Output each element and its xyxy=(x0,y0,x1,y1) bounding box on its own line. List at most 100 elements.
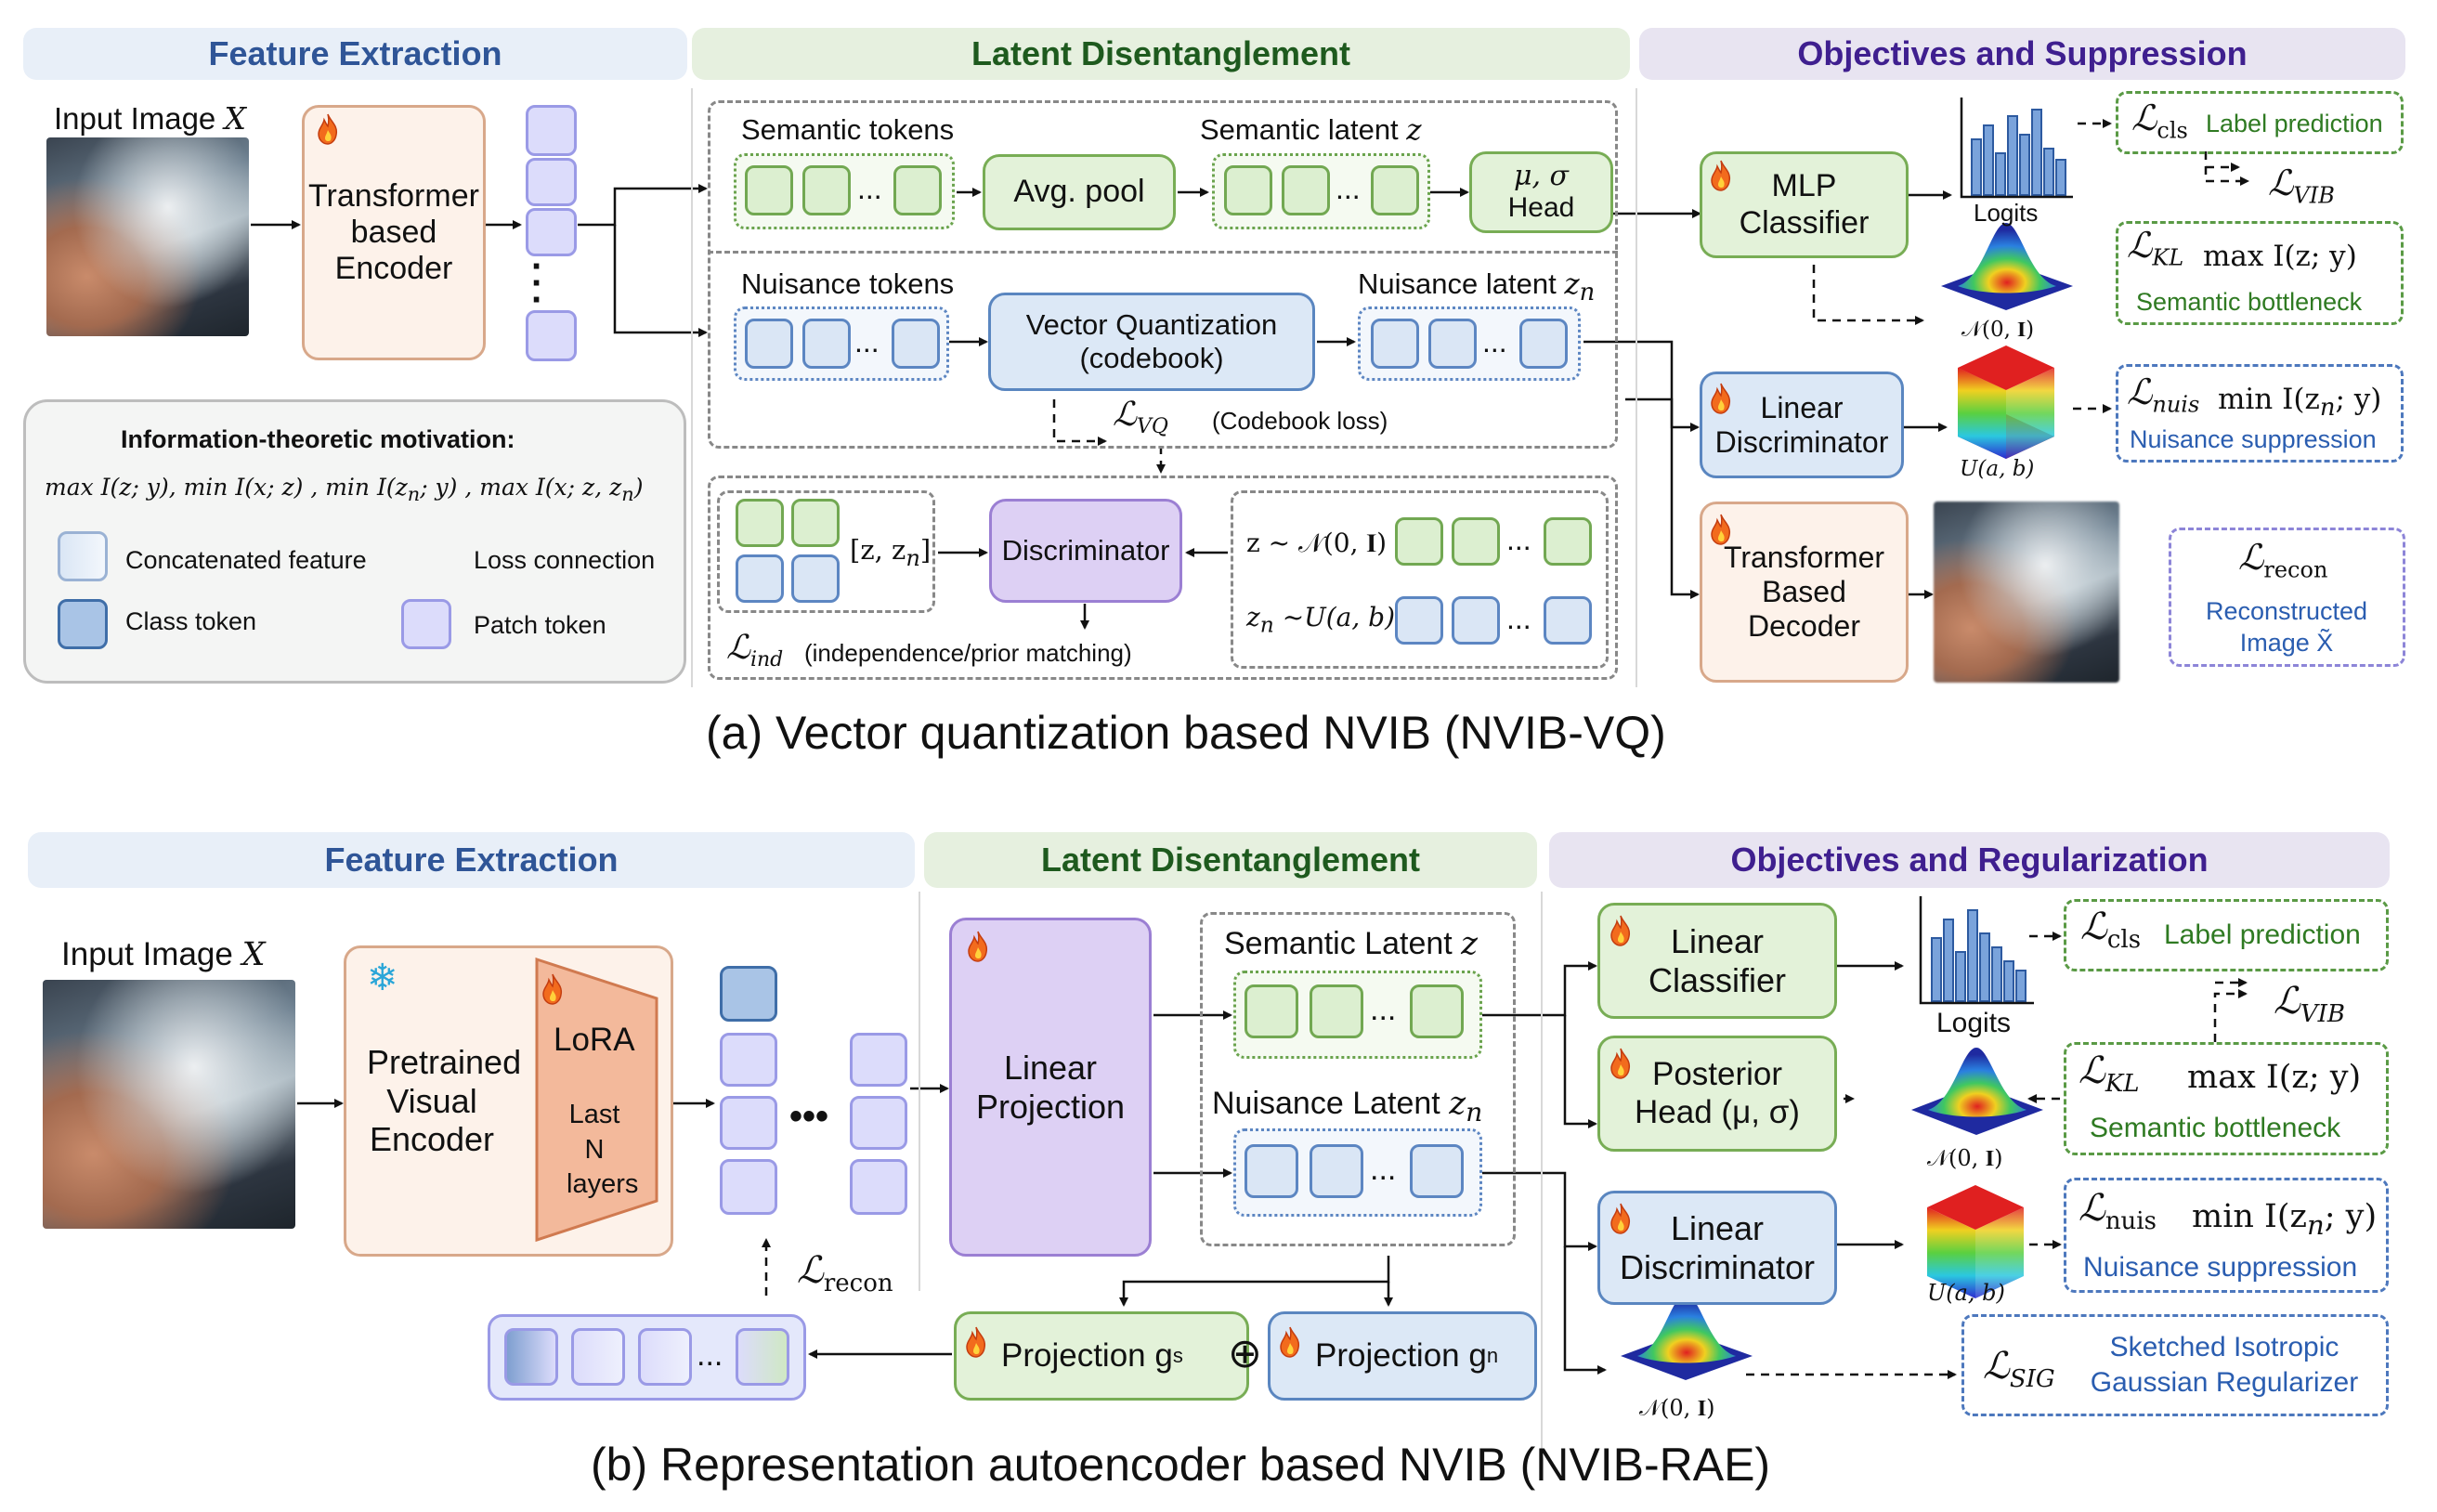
label-prediction-a: Label prediction xyxy=(2206,110,2383,137)
recon-token xyxy=(736,1328,789,1386)
patch-token xyxy=(850,1159,907,1215)
legend-patch-swatch xyxy=(401,599,451,649)
semantic-latent-token xyxy=(1410,984,1464,1038)
l-cls-box-a xyxy=(2116,91,2404,154)
max-i-b: max I(z; y) xyxy=(2187,1059,2362,1096)
band-objectives-b: Objectives and Regularization xyxy=(1549,832,2390,888)
l-recon-a: ℒrecon xyxy=(2238,537,2328,583)
codebook-loss-label: (Codebook loss) xyxy=(1212,407,1388,435)
fire-icon xyxy=(1610,1048,1631,1079)
l-sig: ℒSIG xyxy=(1983,1345,2055,1393)
input-image-a xyxy=(46,137,249,336)
ellipsis: ... xyxy=(854,325,880,358)
prior-zn-label: zn ~U(a, b) xyxy=(1246,602,1396,638)
l-vib-a: ℒVIB xyxy=(2268,163,2335,209)
gaussian-b1 xyxy=(1911,1048,2043,1135)
latent-divider-a xyxy=(708,251,1618,254)
semantic-latent-token xyxy=(1224,165,1272,215)
min-i-a: min I(zn; y) xyxy=(2218,383,2382,423)
logits-label-b: Logits xyxy=(1936,1008,2012,1038)
prior-group xyxy=(1231,490,1609,669)
uniform-label-a: U(a, b) xyxy=(1960,457,2035,481)
concat-semantic-token xyxy=(736,499,784,547)
patch-token xyxy=(526,158,577,206)
ellipsis: ... xyxy=(1370,992,1397,1027)
nuisance-latent-token xyxy=(1371,319,1419,369)
patch-token xyxy=(526,208,577,256)
l-cls-box-b xyxy=(2064,899,2389,971)
uniform-cube-a xyxy=(1958,345,2054,459)
patch-token xyxy=(720,1096,777,1150)
l-nuis-box-b xyxy=(2064,1178,2389,1293)
nuisance-latent-token xyxy=(1519,319,1568,369)
nuisance-token xyxy=(892,319,940,369)
semantic-bottleneck-b: Semantic bottleneck xyxy=(2090,1113,2341,1143)
legend-concat-swatch xyxy=(58,531,108,581)
band-latent-disentanglement-a: Latent Disentanglement xyxy=(692,28,1630,80)
l-ind-label: ℒind xyxy=(726,629,784,672)
oplus-symbol: ⊕ xyxy=(1228,1331,1262,1376)
concat-group xyxy=(717,490,935,613)
semantic-latent-token xyxy=(1310,984,1363,1038)
latent-group-b xyxy=(1200,912,1516,1246)
concat-nuisance-token xyxy=(791,554,840,603)
fire-icon xyxy=(1610,915,1631,946)
legend-concat-label: Concatenated feature xyxy=(125,546,367,574)
normal-label-b2: 𝒩(0, 𝐈) xyxy=(1639,1395,1715,1421)
prior-zn-token xyxy=(1395,596,1443,645)
fire-icon xyxy=(1711,383,1731,414)
nuisance-latent-label-a: Nuisance latent zn xyxy=(1358,267,1596,307)
logits-bars-a xyxy=(1971,109,2066,196)
fire-icon xyxy=(966,1326,986,1358)
prior-zn-token xyxy=(1544,596,1592,645)
input-image-label-b: Input Image X xyxy=(61,936,266,973)
legend-patch-label: Patch token xyxy=(474,611,606,639)
legend-class-swatch xyxy=(58,599,108,649)
semantic-latent-token xyxy=(1282,165,1330,215)
l-cls-b: ℒcls xyxy=(2080,906,2142,954)
fire-icon xyxy=(1711,514,1731,545)
ellipsis: ... xyxy=(1370,1152,1397,1187)
nuisance-latent-token xyxy=(1428,319,1477,369)
input-image-label-a: Input Image X xyxy=(54,100,246,137)
discriminator-box: Discriminator xyxy=(989,499,1182,603)
uniform-label-b: U(a, b) xyxy=(1927,1280,2005,1306)
l-nuis-b: ℒnuis xyxy=(2079,1187,2157,1235)
nuisance-suppression-a: Nuisance suppression xyxy=(2130,425,2377,453)
ellipsis: ... xyxy=(1506,602,1531,635)
semantic-latent-token xyxy=(1371,165,1419,215)
semantic-bottleneck-a: Semantic bottleneck xyxy=(2136,288,2363,316)
band-feature-extraction-a: Feature Extraction xyxy=(23,28,687,80)
band-objectives-a: Objectives and Suppression xyxy=(1639,28,2405,80)
prior-z-token xyxy=(1395,517,1443,566)
caption-a: (a) Vector quantization based NVIB (NVIB… xyxy=(706,707,1666,759)
nuisance-token xyxy=(745,319,793,369)
l-nuis-a: ℒnuis xyxy=(2127,371,2200,418)
caption-b: (b) Representation autoencoder based NVI… xyxy=(591,1439,1771,1491)
semantic-token xyxy=(802,165,851,215)
l-recon-b: ℒrecon xyxy=(797,1249,893,1297)
ellipsis: ... xyxy=(1482,325,1507,358)
semantic-latent-label-b: Semantic Latent z xyxy=(1224,925,1479,962)
legend-box xyxy=(23,399,686,684)
nuisance-suppression-b: Nuisance suppression xyxy=(2083,1252,2358,1283)
patch-token xyxy=(720,1159,777,1215)
prior-zn-token xyxy=(1452,596,1500,645)
semantic-latent-label-a: Semantic latent z xyxy=(1200,113,1422,147)
vertical-ellipsis: ··· xyxy=(531,246,544,320)
avg-pool-box: Avg. pool xyxy=(983,154,1176,230)
semantic-latent-token xyxy=(1245,984,1298,1038)
fire-icon xyxy=(1280,1326,1300,1358)
l-nuis-box-a xyxy=(2116,364,2404,463)
